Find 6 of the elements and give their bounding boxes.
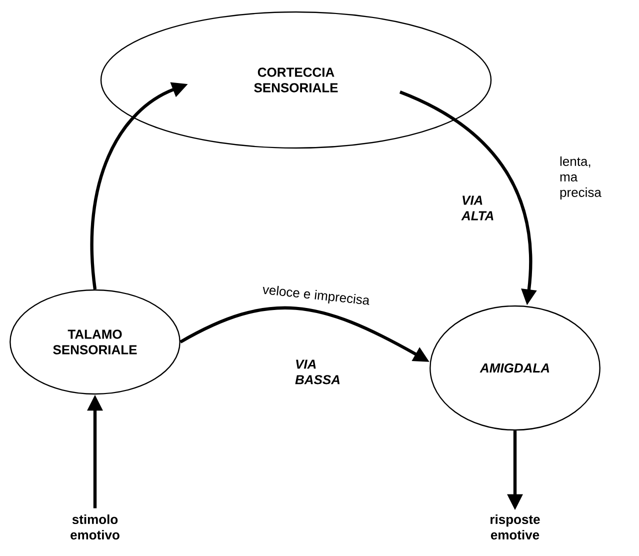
route-label: VIA BASSA [295, 360, 340, 384]
route-label: VIA ALTA [461, 196, 494, 220]
stimulus-label: stimolo emotivo [70, 514, 120, 540]
edge-label: veloce e imprecisa [260, 283, 372, 309]
note-text: lenta, ma precisa [560, 156, 602, 200]
response-label: risposte emotive [490, 514, 540, 540]
